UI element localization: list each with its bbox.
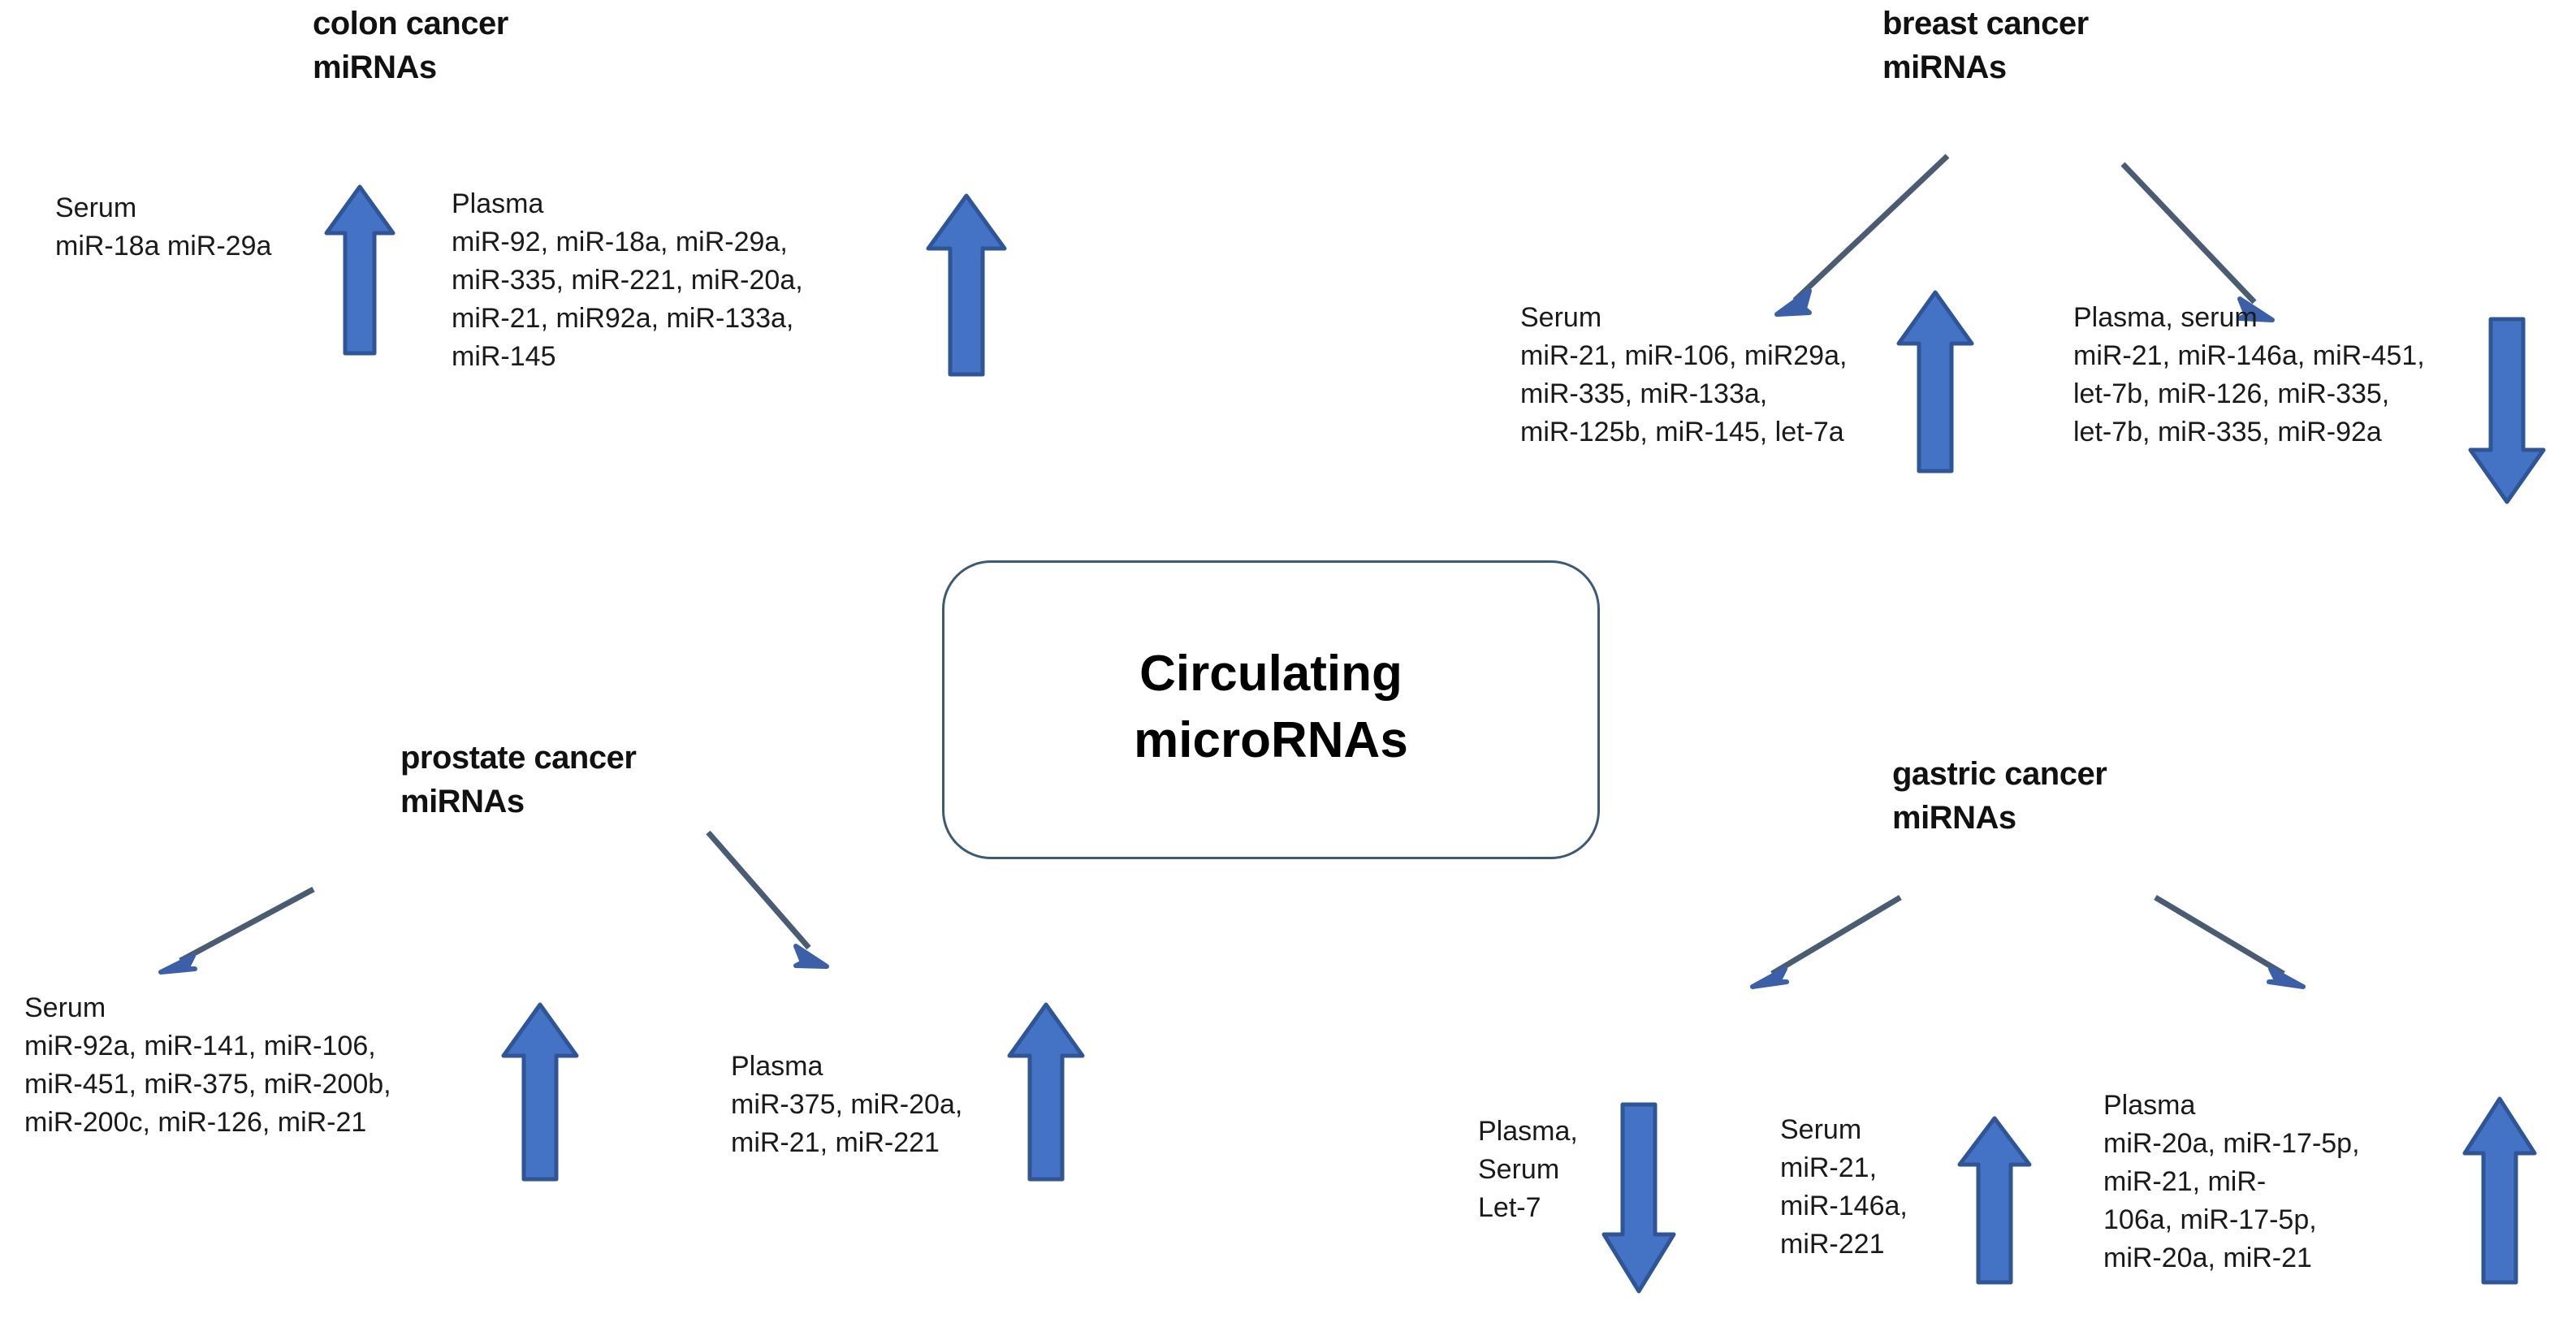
prostate-plasma-block: Plasma miR-375, miR-20a, miR-21, miR-221: [731, 1048, 962, 1162]
gastric-cancer-title-line1: gastric cancer: [1892, 756, 2107, 792]
colon-plasma-header: Plasma: [452, 188, 544, 219]
center-node-circulating-micrornas: Circulating microRNAs: [942, 560, 1600, 859]
up-arrow-icon-colon-plasma: [926, 193, 1007, 377]
connector-arrow-prostate-left: [158, 886, 315, 975]
prostate-plasma-line-1: miR-21, miR-221: [731, 1127, 940, 1158]
up-arrow-icon-prostate-serum: [501, 1002, 579, 1182]
gastric-plasma-line-0: miR-20a, miR-17-5p,: [2103, 1128, 2360, 1159]
up-arrow-icon-gastric-serum: [1957, 1116, 2032, 1285]
gastric-plasma-serum-line-1: Let-7: [1478, 1192, 1541, 1223]
connector-arrow-breast-left: [1774, 153, 1950, 317]
gastric-plasma-header: Plasma: [2103, 1090, 2196, 1121]
breast-plasma-serum-line-1: let-7b, miR-126, miR-335,: [2073, 378, 2390, 409]
breast-serum-line-2: miR-125b, miR-145, let-7a: [1520, 417, 1844, 447]
gastric-plasma-serum-line-0: Serum: [1478, 1154, 1560, 1185]
prostate-plasma-header: Plasma: [731, 1051, 823, 1082]
gastric-plasma-serum-header: Plasma,: [1478, 1116, 1578, 1147]
colon-serum-block: Serum miR-18a miR-29a: [55, 189, 271, 266]
breast-serum-header: Serum: [1520, 302, 1602, 333]
colon-cancer-title-line2: miRNAs: [313, 50, 437, 85]
breast-plasma-serum-line-0: miR-21, miR-146a, miR-451,: [2073, 340, 2425, 371]
prostate-cancer-title-line1: prostate cancer: [400, 740, 637, 776]
gastric-serum-line-1: miR-146a,: [1780, 1191, 1908, 1221]
gastric-plasma-block: Plasma miR-20a, miR-17-5p, miR-21, miR- …: [2103, 1087, 2360, 1277]
breast-serum-line-1: miR-335, miR-133a,: [1520, 378, 1768, 409]
colon-plasma-line-3: miR-145: [452, 341, 556, 372]
center-label-line1: Circulating: [1139, 646, 1403, 702]
gastric-plasma-serum-block: Plasma, Serum Let-7: [1478, 1113, 1578, 1227]
breast-plasma-serum-header: Plasma, serum: [2073, 302, 2258, 333]
up-arrow-icon-gastric-plasma: [2462, 1096, 2537, 1285]
connector-arrow-gastric-right: [2154, 894, 2306, 989]
gastric-plasma-line-3: miR-20a, miR-21: [2103, 1243, 2312, 1273]
down-arrow-icon-breast-plasma-serum: [2468, 317, 2546, 504]
gastric-serum-line-2: miR-221: [1780, 1229, 1885, 1260]
breast-cancer-title-line2: miRNAs: [1882, 50, 2007, 85]
prostate-serum-header: Serum: [24, 992, 106, 1023]
up-arrow-icon-breast-serum: [1896, 290, 1974, 473]
colon-plasma-line-0: miR-92, miR-18a, miR-29a,: [452, 227, 788, 257]
colon-cancer-title-line1: colon cancer: [313, 6, 508, 41]
up-arrow-icon-colon-serum: [324, 184, 395, 356]
prostate-serum-line-0: miR-92a, miR-141, miR-106,: [24, 1031, 376, 1061]
gastric-plasma-line-1: miR-21, miR-: [2103, 1166, 2267, 1197]
gastric-cancer-title-line2: miRNAs: [1892, 800, 2016, 836]
colon-plasma-line-1: miR-335, miR-221, miR-20a,: [452, 265, 803, 296]
breast-plasma-serum-line-2: let-7b, miR-335, miR-92a: [2073, 417, 2382, 447]
prostate-cancer-title-line2: miRNAs: [400, 784, 525, 819]
colon-plasma-block: Plasma miR-92, miR-18a, miR-29a, miR-335…: [452, 185, 803, 376]
connector-arrow-breast-right: [2120, 162, 2275, 322]
gastric-plasma-line-2: 106a, miR-17-5p,: [2103, 1204, 2317, 1235]
breast-serum-line-0: miR-21, miR-106, miR29a,: [1520, 340, 1848, 371]
breast-cancer-title-line1: breast cancer: [1882, 6, 2089, 41]
prostate-plasma-line-0: miR-375, miR-20a,: [731, 1089, 963, 1120]
center-label-line2: microRNAs: [1134, 712, 1408, 768]
colon-plasma-line-2: miR-21, miR92a, miR-133a,: [452, 303, 794, 334]
colon-serum-header: Serum: [55, 192, 137, 223]
breast-serum-block: Serum miR-21, miR-106, miR29a, miR-335, …: [1520, 299, 1847, 452]
center-node-label: Circulating microRNAs: [944, 641, 1597, 774]
up-arrow-icon-prostate-plasma: [1007, 1002, 1085, 1182]
prostate-serum-line-1: miR-451, miR-375, miR-200b,: [24, 1069, 391, 1100]
prostate-serum-line-2: miR-200c, miR-126, miR-21: [24, 1107, 367, 1138]
connector-arrow-gastric-left: [1750, 894, 1902, 989]
breast-plasma-serum-block: Plasma, serum miR-21, miR-146a, miR-451,…: [2073, 299, 2425, 452]
down-arrow-icon-gastric-plasma-serum: [1601, 1102, 1676, 1294]
gastric-serum-block: Serum miR-21, miR-146a, miR-221: [1780, 1111, 1908, 1264]
colon-serum-line-0: miR-18a miR-29a: [55, 231, 272, 262]
prostate-serum-block: Serum miR-92a, miR-141, miR-106, miR-451…: [24, 989, 391, 1142]
gastric-serum-header: Serum: [1780, 1114, 1862, 1145]
gastric-serum-line-0: miR-21,: [1780, 1152, 1878, 1183]
connector-arrow-prostate-right: [706, 830, 829, 969]
